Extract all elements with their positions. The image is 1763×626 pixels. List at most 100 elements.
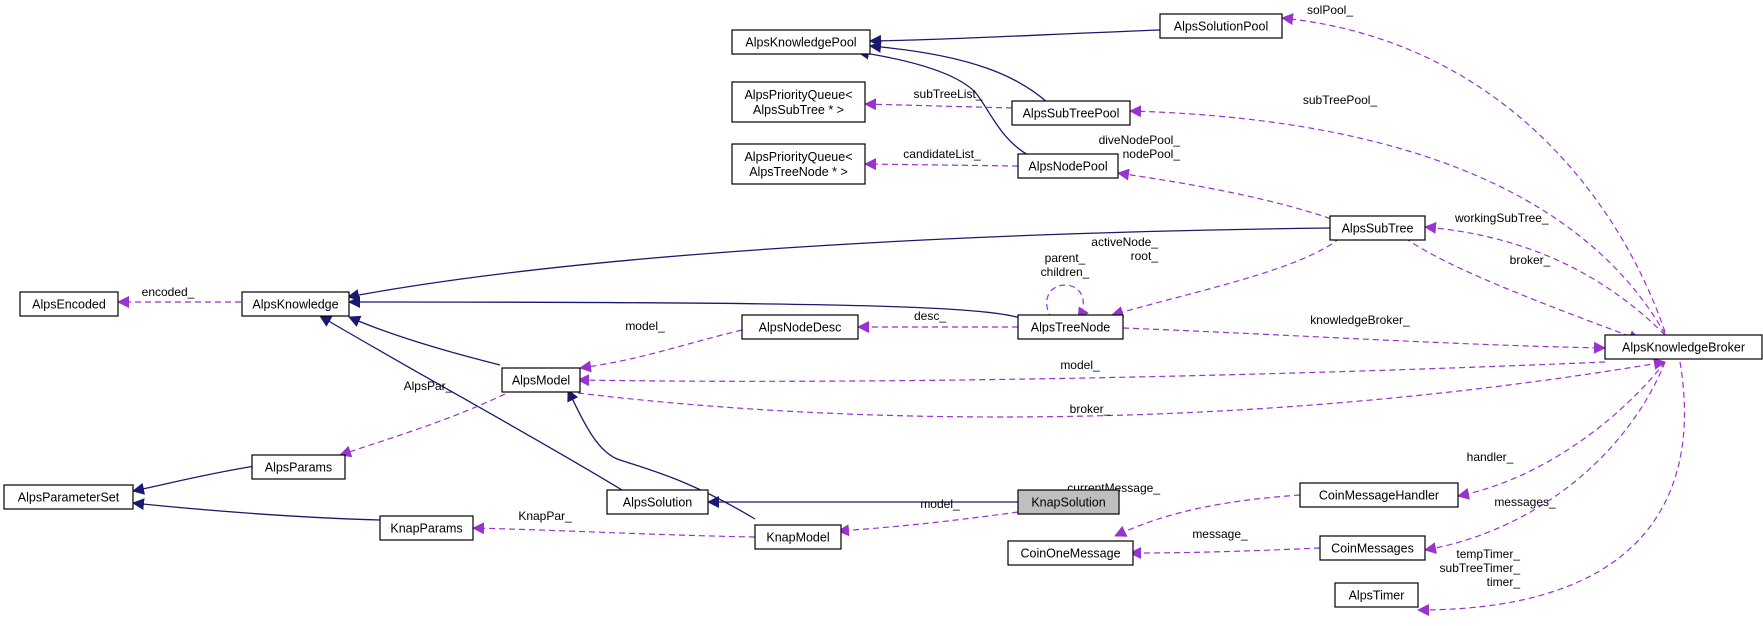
- class-label: KnapModel: [766, 531, 829, 545]
- class-label: CoinMessages: [1331, 542, 1414, 556]
- edge-label-text: knowledgeBroker_: [1310, 313, 1410, 327]
- edge-label-parent-children: parent_children_: [1041, 251, 1090, 279]
- class-label: CoinOneMessage: [1020, 547, 1120, 561]
- class-node-alps-sub-tree-pool[interactable]: AlpsSubTreePool: [1011, 100, 1131, 126]
- edge-label-text: subTreePool_: [1303, 93, 1378, 107]
- edge-label-dive-node-pool: diveNodePool_nodePool_: [1099, 133, 1181, 161]
- class-node-alps-encoded[interactable]: AlpsEncoded: [19, 291, 119, 317]
- class-node-alps-sub-tree[interactable]: AlpsSubTree: [1329, 215, 1426, 241]
- edge-label-candidate-list: candidateList_: [903, 147, 981, 161]
- class-label: AlpsModel: [512, 374, 570, 388]
- edge-label-text: AlpsPar_: [404, 379, 453, 393]
- class-box: [19, 291, 119, 317]
- class-box: [1604, 334, 1763, 360]
- edge-parent-children: [1046, 284, 1089, 320]
- edge-knapparams-to-parameterset: [132, 498, 381, 521]
- edge-workingsubtree: [1424, 221, 1666, 336]
- class-label: AlpsPriorityQueue<: [744, 150, 852, 164]
- class-label: AlpsPriorityQueue<: [744, 88, 852, 102]
- edge-label-text: candidateList_: [903, 147, 981, 161]
- class-node-coin-messages[interactable]: CoinMessages: [1319, 535, 1426, 561]
- class-node-alps-knowledge-pool[interactable]: AlpsKnowledgePool: [731, 29, 871, 55]
- class-label: AlpsNodePool: [1028, 160, 1107, 174]
- edge-label-knowledge-broker: knowledgeBroker_: [1310, 313, 1410, 327]
- edge-alpspar: [339, 393, 506, 458]
- class-box: [731, 29, 871, 55]
- class-nodes: AlpsKnowledgePool AlpsSolutionPoolAlpsPri…: [3, 13, 1763, 608]
- edge-activenode: [1111, 237, 1341, 318]
- class-node-coin-one-message[interactable]: CoinOneMessage: [1007, 540, 1134, 566]
- edge-alpsparams-to-parameterset: [132, 465, 256, 495]
- edge-label-text: children_: [1041, 265, 1090, 279]
- edge-label-active-node: activeNode_root_: [1091, 235, 1158, 263]
- class-box: [1017, 314, 1124, 340]
- class-node-alps-params[interactable]: AlpsParams: [251, 454, 346, 480]
- class-node-coin-message-handler[interactable]: CoinMessageHandler: [1299, 482, 1459, 508]
- edge-label-text: parent_: [1045, 251, 1086, 265]
- class-node-alps-parameter-set[interactable]: AlpsParameterSet: [3, 484, 134, 510]
- edge-label-text: subTreeTimer_: [1440, 561, 1521, 575]
- class-box: [1017, 153, 1119, 179]
- edge-model-knap: [837, 511, 1019, 537]
- class-box: [731, 143, 866, 185]
- edge-label-broker-top: broker_: [1510, 253, 1551, 267]
- class-node-alps-knowledge[interactable]: AlpsKnowledge: [241, 291, 350, 317]
- class-label: AlpsKnowledgePool: [745, 36, 856, 50]
- class-node-pqsub-tree[interactable]: AlpsPriorityQueue<AlpsSubTree * >: [731, 81, 866, 123]
- edge-label-text: messages_: [1494, 495, 1556, 509]
- class-label: AlpsEncoded: [32, 298, 106, 312]
- edge-label-messages: messages_: [1494, 495, 1556, 509]
- class-node-knap-model[interactable]: KnapModel: [754, 524, 842, 550]
- edge-label-sol-pool: solPool_: [1307, 3, 1353, 17]
- class-node-alps-node-pool[interactable]: AlpsNodePool: [1017, 153, 1119, 179]
- class-node-knap-params[interactable]: KnapParams: [379, 515, 474, 541]
- edge-label-broker-bottom: broker_: [1070, 402, 1111, 416]
- class-label: AlpsParameterSet: [18, 491, 120, 505]
- edge-solution-to-knowledge: [319, 315, 623, 491]
- class-node-alps-timer[interactable]: AlpsTimer: [1334, 582, 1419, 608]
- class-label: AlpsKnowledge: [252, 298, 338, 312]
- edge-label-text: subTreeList_: [914, 87, 983, 101]
- class-label: AlpsTreeNode * >: [749, 165, 848, 179]
- class-label: AlpsSubTree * >: [753, 103, 844, 117]
- edge-subtree-to-knowledge: [347, 227, 1331, 301]
- edge-label-alps-par: AlpsPar_: [404, 379, 453, 393]
- edge-label-handler: handler_: [1467, 450, 1514, 464]
- class-node-knap-solution[interactable]: KnapSolution: [1017, 489, 1120, 515]
- inheritance-edges: [132, 29, 1331, 521]
- class-label: AlpsSolution: [623, 496, 693, 510]
- class-node-alps-tree-node[interactable]: AlpsTreeNode: [1017, 314, 1124, 340]
- class-box: [1017, 489, 1120, 515]
- class-label: AlpsParams: [265, 461, 332, 475]
- edge-knowledgebroker: [1122, 327, 1606, 354]
- class-node-alps-solution-pool[interactable]: AlpsSolutionPool: [1159, 13, 1283, 39]
- class-label: AlpsKnowledgeBroker: [1622, 341, 1745, 355]
- edge-divenodepool: [1117, 168, 1341, 223]
- class-label: KnapParams: [390, 522, 462, 536]
- class-node-alps-solution[interactable]: AlpsSolution: [606, 489, 709, 515]
- class-box: [379, 515, 474, 541]
- class-node-alps-knowledge-broker[interactable]: AlpsKnowledgeBroker: [1604, 334, 1763, 360]
- edge-label-desc: desc_: [914, 309, 946, 323]
- edge-message: [1129, 546, 1321, 559]
- edge-label-text: workingSubTree_: [1454, 211, 1549, 225]
- class-node-pqtree-node[interactable]: AlpsPriorityQueue<AlpsTreeNode * >: [731, 143, 866, 185]
- edge-treenode-to-knowledge: [348, 296, 1021, 319]
- edge-broker-bottom: [577, 357, 1666, 418]
- edge-label-text: solPool_: [1307, 3, 1353, 17]
- edge-nodepool-to-knowledgepool: [857, 47, 1031, 157]
- class-box: [501, 367, 581, 393]
- class-label: AlpsTimer: [1349, 589, 1405, 603]
- edge-label-model-node-desc: model_: [625, 319, 665, 333]
- edge-messages: [1424, 361, 1666, 555]
- edge-label-text: root_: [1131, 249, 1159, 263]
- edge-label-text: desc_: [914, 309, 946, 323]
- class-box: [754, 524, 842, 550]
- edge-label-timers: tempTimer_subTreeTimer_timer_: [1440, 547, 1521, 589]
- member-edges: [117, 13, 1686, 616]
- class-box: [606, 489, 709, 515]
- edge-label-message: message_: [1192, 527, 1248, 541]
- class-node-alps-model[interactable]: AlpsModel: [501, 367, 581, 393]
- class-node-alps-node-desc[interactable]: AlpsNodeDesc: [741, 314, 859, 340]
